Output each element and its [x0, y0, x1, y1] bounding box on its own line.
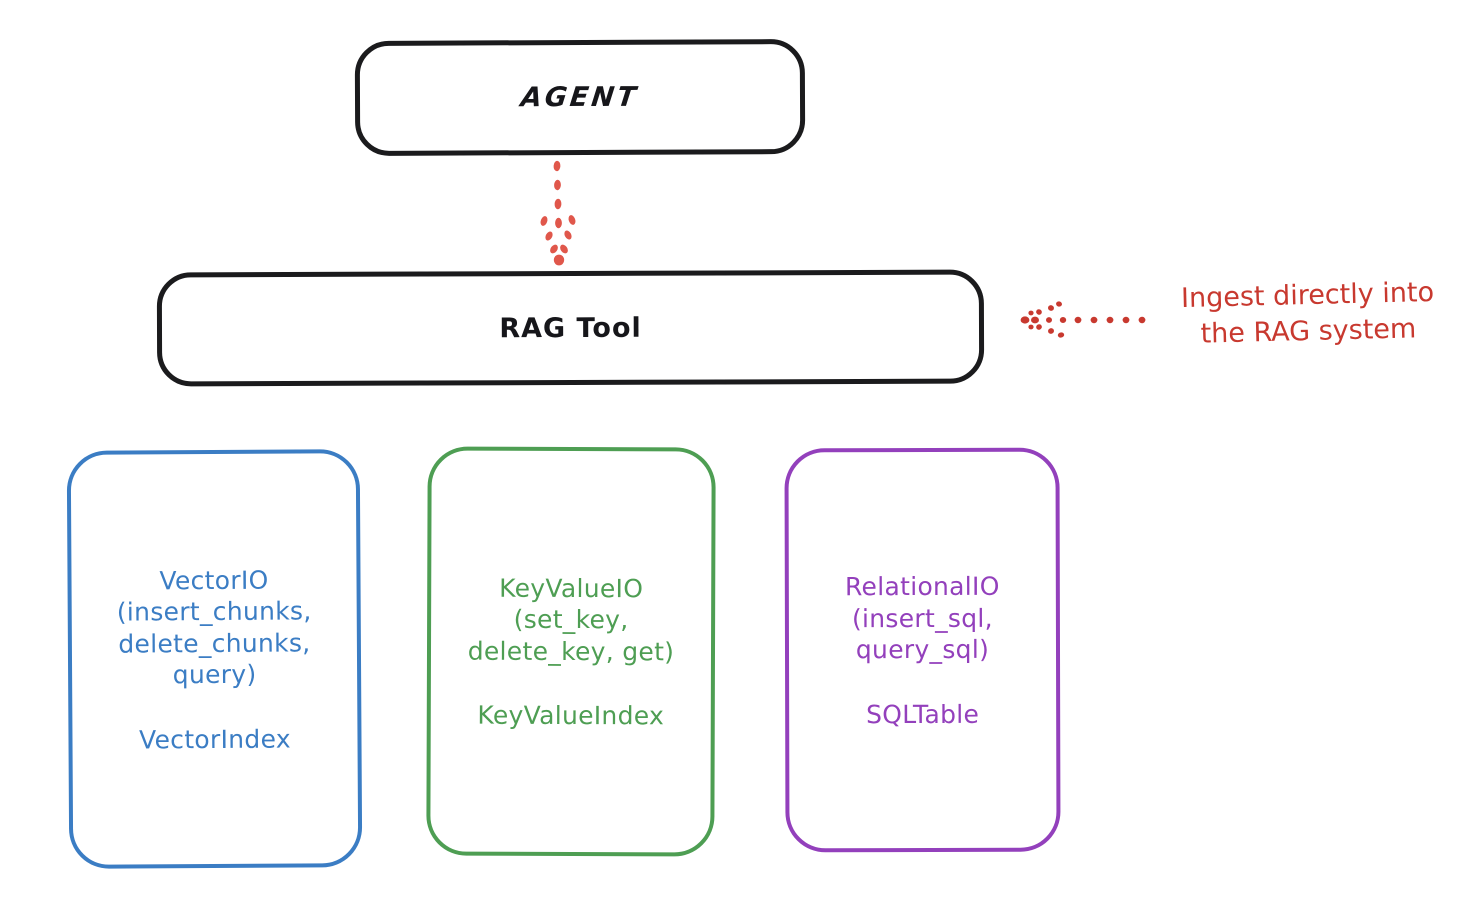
- vector-io-interface-label: VectorIO (insert_chunks, delete_chunks, …: [116, 565, 312, 690]
- agent-node-label: AGENT: [519, 81, 641, 114]
- relational-io-content: RelationalIO (insert_sql, query_sql) SQL…: [839, 571, 1006, 729]
- relational-io-index-label: SQLTable: [866, 699, 980, 729]
- rag-tool-node[interactable]: RAG Tool: [156, 269, 985, 387]
- ingest-arrow-icon: [1020, 301, 1146, 338]
- agent-to-rag-tool-arrow-icon: [540, 160, 576, 266]
- relational-io-node[interactable]: RelationalIO (insert_sql, query_sql) SQL…: [784, 447, 1061, 853]
- keyvalue-io-interface-label: KeyValueIO (set_key, delete_key, get): [467, 573, 675, 667]
- relational-io-interface-label: RelationalIO (insert_sql, query_sql): [844, 572, 1000, 665]
- keyvalue-io-index-label: KeyValueIndex: [477, 700, 665, 731]
- agent-node[interactable]: AGENT: [354, 39, 806, 156]
- keyvalue-io-content: KeyValueIO (set_key, delete_key, get) Ke…: [461, 572, 680, 730]
- rag-tool-node-label: RAG Tool: [499, 312, 642, 344]
- vector-io-content: VectorIO (insert_chunks, delete_chunks, …: [111, 564, 319, 754]
- vector-io-index-label: VectorIndex: [138, 724, 291, 754]
- ingest-annotation-text: Ingest directly into the RAG system: [1180, 276, 1435, 350]
- keyvalue-io-node[interactable]: KeyValueIO (set_key, delete_key, get) Ke…: [426, 446, 716, 857]
- vector-io-node[interactable]: VectorIO (insert_chunks, delete_chunks, …: [66, 449, 363, 869]
